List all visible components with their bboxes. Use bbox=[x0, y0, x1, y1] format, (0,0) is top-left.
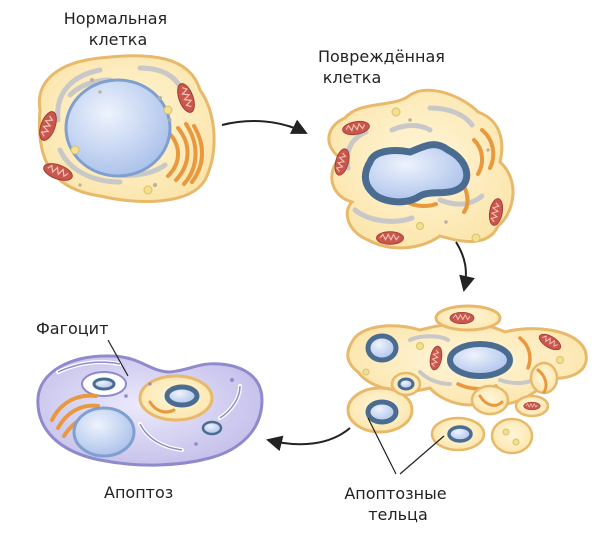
apoptotic-body bbox=[490, 417, 534, 455]
phagocyte-cell bbox=[36, 354, 264, 467]
damaged-cell-label: Повреждённая клетка bbox=[318, 47, 450, 87]
normal-cell-golgi bbox=[166, 122, 204, 186]
damaged-cell-condensed-nucleus bbox=[361, 141, 471, 206]
normal-cell-nucleus bbox=[64, 78, 172, 178]
fragment-nucleus bbox=[365, 333, 399, 363]
phagocyte-nucleus bbox=[72, 406, 136, 458]
normal-cell-label: Нормальная клетка bbox=[64, 9, 173, 49]
fragment-nucleus bbox=[447, 341, 513, 379]
mitochondrion-icon bbox=[375, 231, 405, 245]
apoptotic-bodies-pointers bbox=[367, 417, 445, 475]
apoptotic-body bbox=[470, 384, 510, 416]
apoptosis-label: Апоптоз bbox=[104, 483, 173, 502]
damaged-cell bbox=[327, 88, 515, 250]
arrow-damaged-to-bodies bbox=[455, 241, 475, 292]
apoptotic-bodies-label: Апоптозные тельца bbox=[344, 484, 451, 524]
damaged-cell-granules bbox=[408, 118, 490, 224]
phagocyte-pointer bbox=[107, 339, 129, 377]
mitochondrion-icon bbox=[523, 401, 541, 411]
mitochondrion-icon bbox=[449, 311, 475, 325]
phagocyte-label: Фагоцит bbox=[36, 319, 108, 338]
arrow-normal-to-damaged bbox=[221, 119, 308, 134]
normal-cell bbox=[35, 54, 216, 203]
fragment-nucleus bbox=[365, 399, 399, 425]
arrow-bodies-to-phagocyte bbox=[266, 427, 351, 452]
apoptotic-bodies-cluster bbox=[346, 304, 588, 455]
normal-cell-granules bbox=[78, 78, 172, 187]
